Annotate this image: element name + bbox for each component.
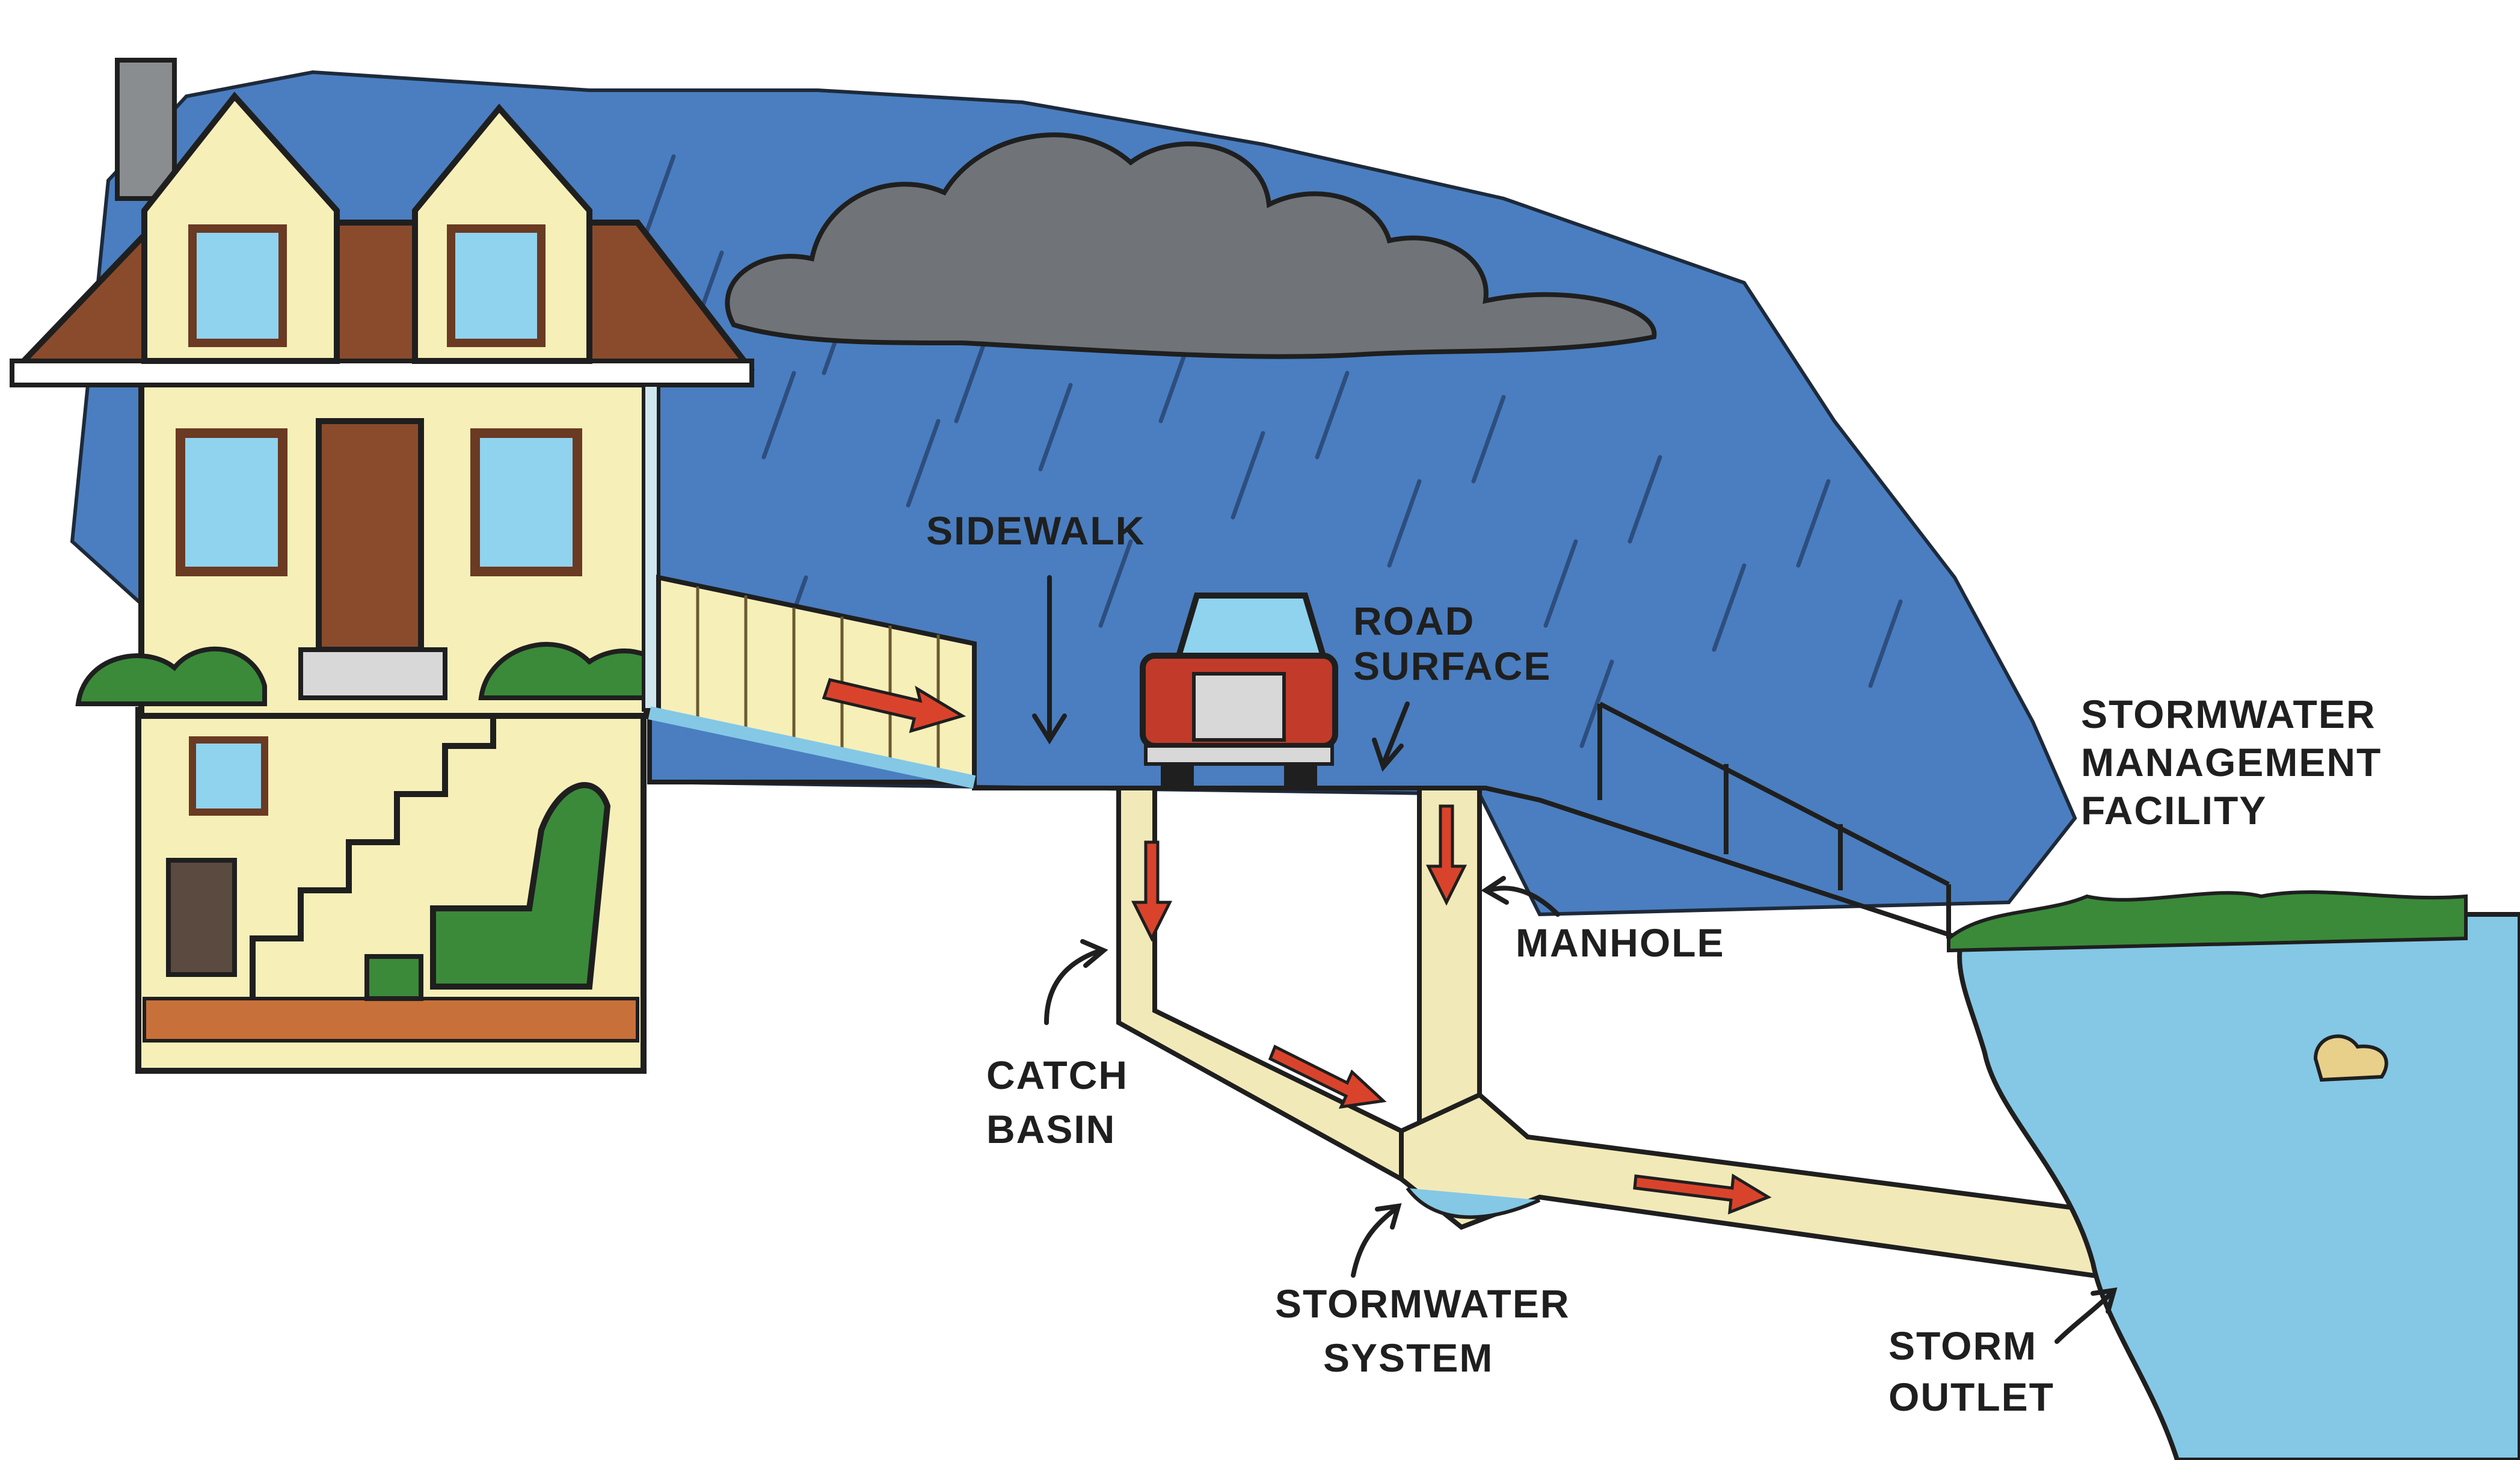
car-roof: [1179, 596, 1323, 656]
label-catch-basin-line1: CATCH: [986, 1053, 1128, 1097]
dormer-window-left: [192, 229, 283, 343]
label-facility-line2: MANAGEMENT: [2081, 740, 2382, 784]
label-stormwater-system-line1: STORMWATER: [1275, 1281, 1570, 1326]
car-wheel-right: [1284, 764, 1317, 788]
label-catch-basin-line2: BASIN: [986, 1107, 1116, 1151]
chimney: [117, 60, 174, 199]
window-left: [180, 433, 283, 571]
label-facility-line1: STORMWATER: [2081, 692, 2376, 736]
label-sidewalk: SIDEWALK: [926, 508, 1145, 553]
front-door: [319, 421, 421, 650]
eave: [12, 361, 752, 385]
pond-grass: [1949, 892, 2466, 950]
basement-window: [192, 740, 265, 812]
label-storm-outlet-line1: STORM: [1888, 1323, 2037, 1368]
label-road-surface-line2: SURFACE: [1353, 644, 1551, 688]
window-right: [475, 433, 577, 571]
car-wheel-left: [1161, 764, 1194, 788]
label-facility-line3: FACILITY: [2081, 788, 2267, 833]
dormer-window-right: [451, 229, 541, 343]
footstool: [367, 956, 421, 999]
label-road-surface-line1: ROAD: [1353, 599, 1475, 643]
front-steps: [301, 650, 445, 698]
stormwater-system-pointer: [1353, 1209, 1395, 1275]
car-bumper: [1146, 746, 1332, 764]
furnace: [168, 860, 235, 975]
basement-floor: [144, 999, 638, 1041]
car-grille: [1194, 674, 1284, 740]
label-manhole: MANHOLE: [1516, 920, 1725, 965]
label-storm-outlet-line2: OUTLET: [1888, 1375, 2054, 1419]
storm-outlet-pointer: [2057, 1293, 2111, 1341]
label-stormwater-system-line2: SYSTEM: [1323, 1335, 1493, 1380]
